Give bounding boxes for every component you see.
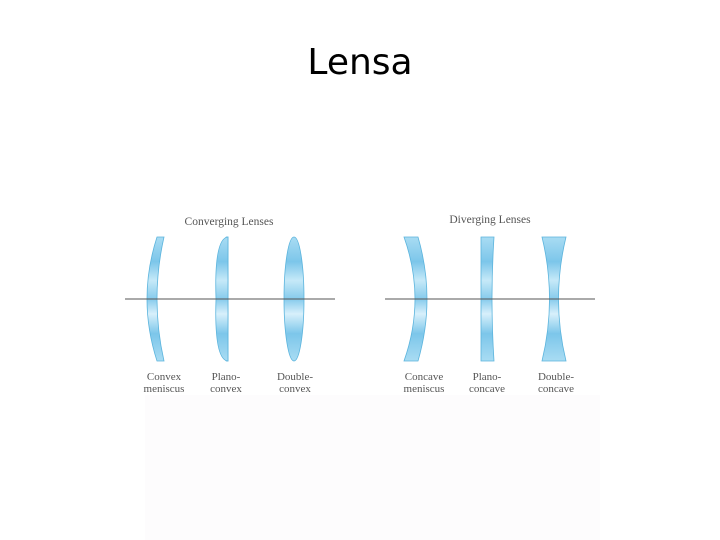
plano-convex-label: Plano- convex	[210, 371, 242, 395]
double-convex-label: Double- convex	[276, 371, 314, 395]
figure-background	[145, 395, 600, 540]
plano-concave-label: Plano- concave	[468, 371, 506, 395]
slide-title: Lensa	[307, 42, 413, 83]
diverging-lenses-title: Diverging Lenses	[449, 214, 531, 226]
converging-lenses-title: Converging Lenses	[184, 216, 274, 228]
convex-meniscus-label: Convex meniscus	[143, 371, 185, 395]
double-concave-label: Double- concave	[537, 371, 575, 395]
concave-meniscus-label: Concave meniscus	[403, 371, 445, 395]
